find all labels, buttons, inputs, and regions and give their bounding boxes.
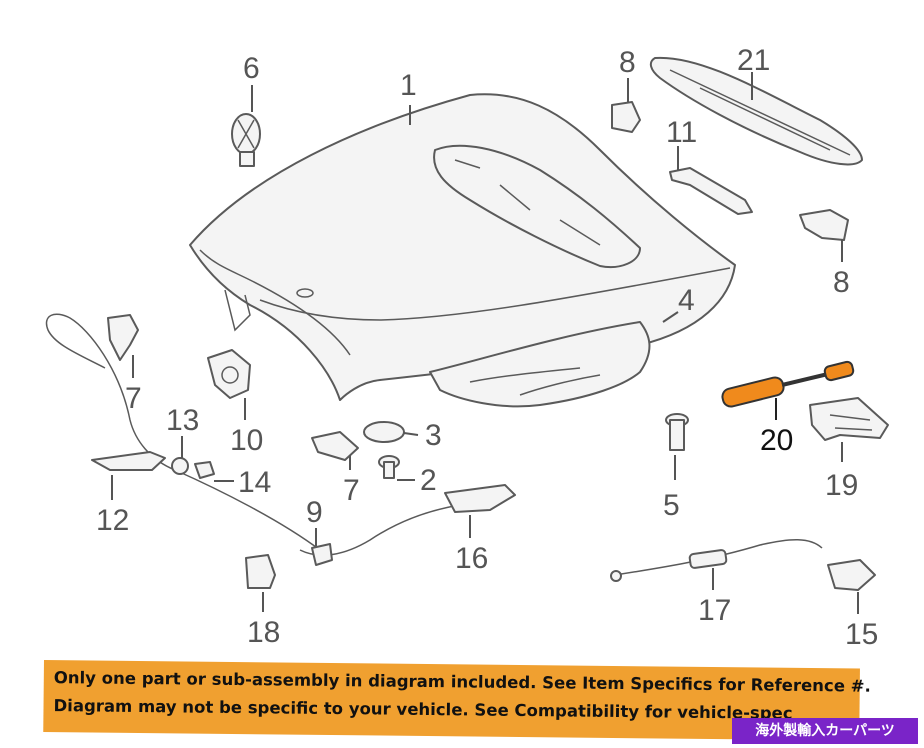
callout-7-left: 7 [125, 382, 142, 415]
gas-strut-part [721, 360, 855, 420]
seller-watermark: 海外製輸入カーパーツ [732, 718, 918, 744]
grommet-part [171, 436, 189, 475]
callout-1: 1 [400, 69, 417, 102]
disclaimer-line-1: Only one part or sub-assembly in diagram… [53, 668, 871, 696]
cable-join-part [299, 504, 461, 566]
callout-21: 21 [737, 44, 770, 77]
pin-part [378, 455, 415, 481]
seal-strip-part [649, 56, 863, 166]
callout-14: 14 [238, 466, 271, 499]
callout-4: 4 [678, 284, 695, 317]
disclaimer-line-2: Diagram may not be specific to your vehi… [53, 696, 793, 723]
callout-3: 3 [425, 419, 442, 452]
stop-part [363, 421, 419, 443]
release-lever-part [444, 484, 516, 538]
callout-19: 19 [825, 469, 858, 502]
callout-18: 18 [247, 616, 280, 649]
callout-13: 13 [166, 404, 199, 437]
callout-12: 12 [96, 504, 129, 537]
catch-part [827, 559, 876, 614]
callout-17: 17 [698, 594, 731, 627]
callout-6: 6 [243, 52, 260, 85]
bracket-right-part [799, 209, 849, 262]
latch-left-part [107, 314, 139, 378]
callout-10: 10 [230, 424, 263, 457]
callout-15: 15 [845, 618, 878, 651]
front-cable-part [610, 538, 823, 590]
callout-8-top: 8 [619, 46, 636, 79]
latch-center-part [311, 431, 359, 470]
callout-16: 16 [455, 542, 488, 575]
support-rod-part [669, 146, 753, 215]
lower-bracket-part [245, 554, 276, 612]
callout-20: 20 [760, 424, 793, 457]
callout-9: 9 [306, 496, 323, 529]
callout-5: 5 [663, 489, 680, 522]
hinge-part [809, 397, 889, 462]
release-cable-part [45, 313, 321, 551]
callout-8-right: 8 [833, 266, 850, 299]
callout-11: 11 [666, 116, 697, 149]
hood-part [189, 93, 736, 401]
callout-2: 2 [420, 464, 437, 497]
insulator-pad-part [429, 311, 679, 408]
clip-part [665, 413, 689, 480]
callout-7-center: 7 [343, 474, 360, 507]
cable-clip-part [194, 461, 234, 482]
bracket-top-part [611, 78, 641, 133]
emblem-part [231, 85, 261, 167]
latch-assembly-part [207, 349, 251, 420]
